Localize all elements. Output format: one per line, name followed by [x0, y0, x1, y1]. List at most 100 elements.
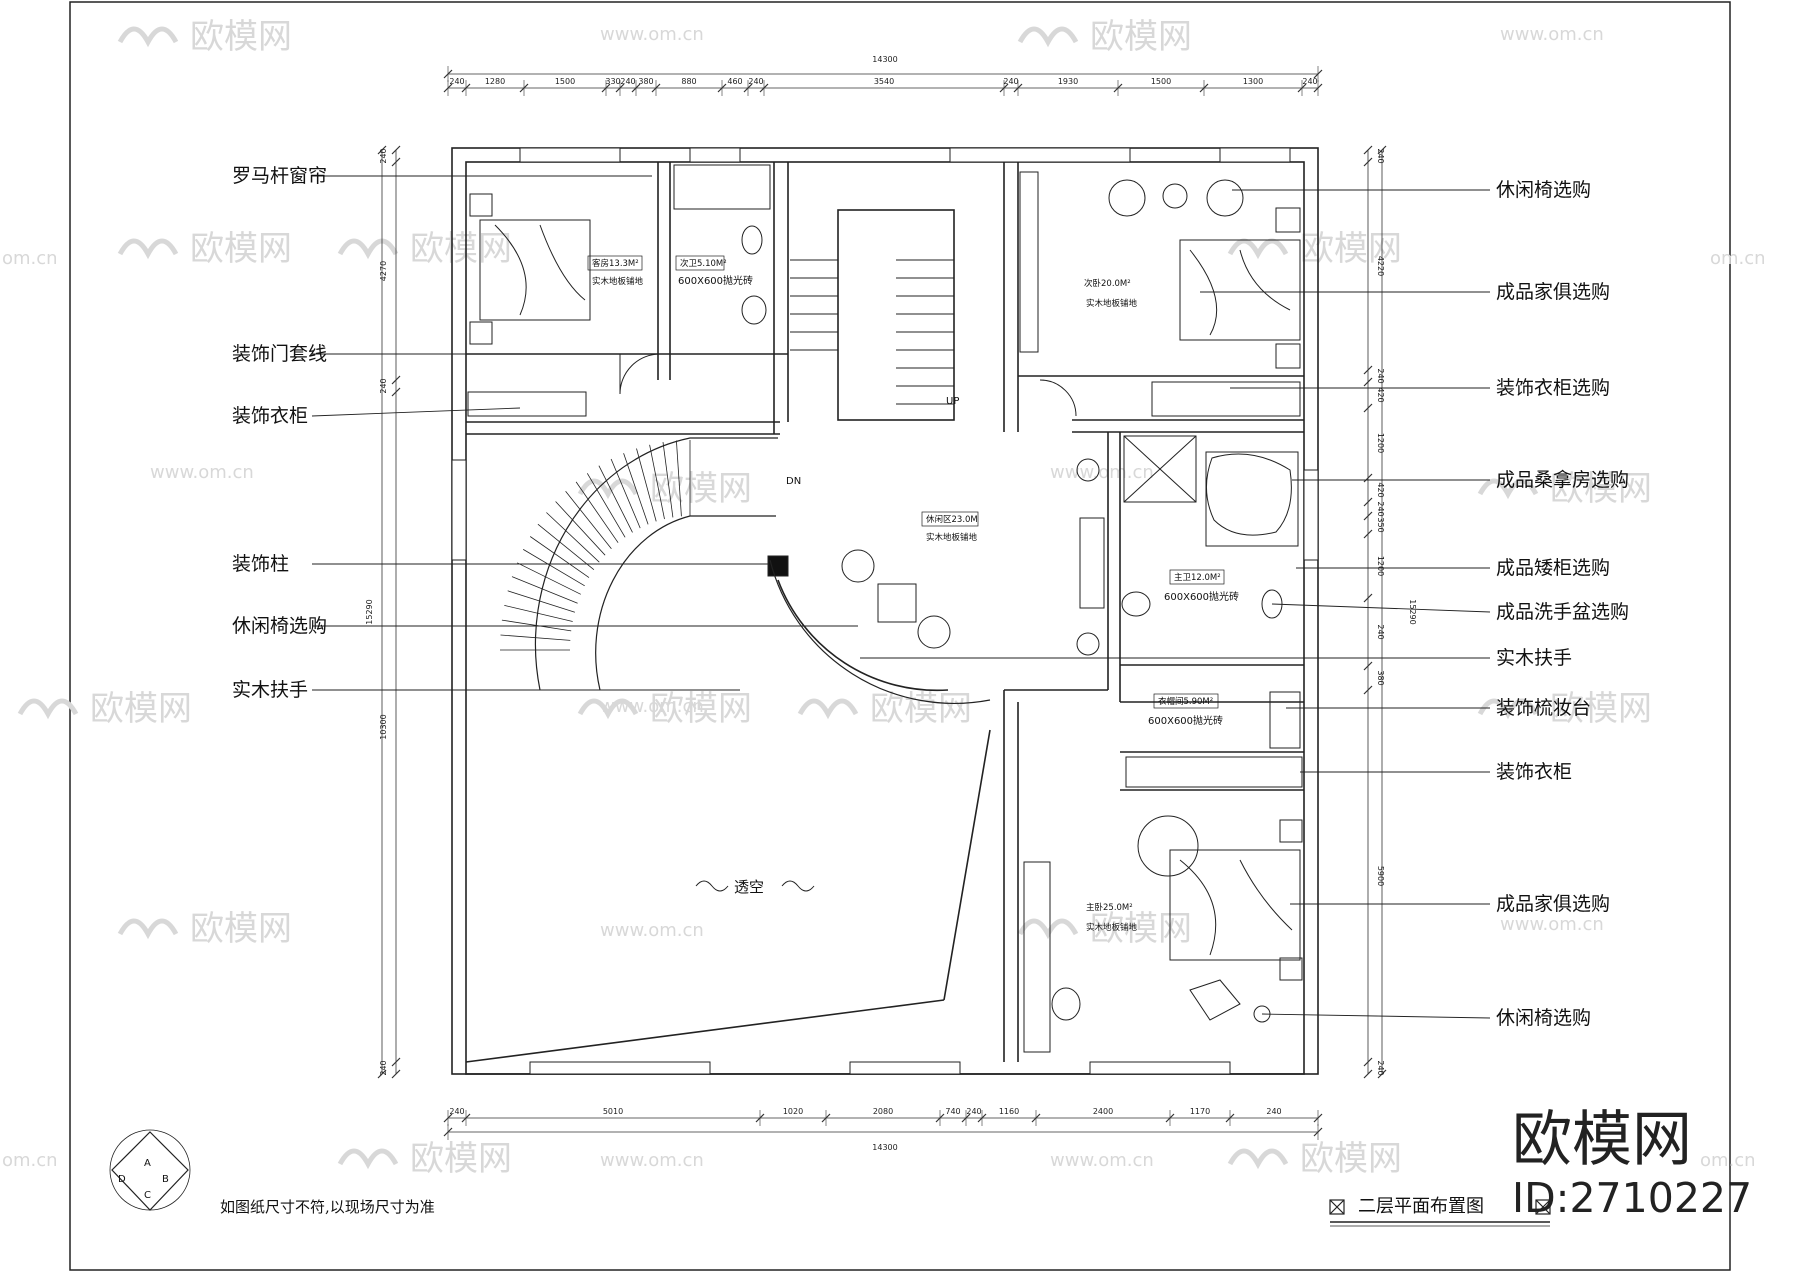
- compass-c: C: [144, 1190, 151, 1201]
- dimension-label: 4270: [379, 261, 388, 281]
- watermark-url: om.cn: [1700, 1150, 1756, 1171]
- watermark-brand: 欧模网: [190, 229, 292, 269]
- watermark-brand: 欧模网: [410, 229, 512, 269]
- watermark-sofa-icon: [577, 698, 639, 720]
- watermark-sofa-icon: [117, 918, 179, 940]
- watermark-sofa-icon: [117, 26, 179, 48]
- dimension-label: 240: [1302, 77, 1317, 86]
- guest-bath-floor: 600X600抛光砖: [678, 274, 753, 287]
- watermark-brand: 欧模网: [1090, 909, 1192, 949]
- dimension-label: 740: [945, 1107, 960, 1116]
- dimension-label: 240: [1003, 77, 1018, 86]
- guest-bath-name: 次卫5.10M²: [680, 258, 727, 269]
- watermark-url: www.om.cn: [150, 462, 254, 483]
- dimension-label: 240: [379, 378, 388, 393]
- dimension-label: 240: [449, 1107, 464, 1116]
- master-bedroom-floor: 实木地板铺地: [1086, 922, 1138, 933]
- watermark-url: om.cn: [2, 1150, 58, 1171]
- right-callout-label: 实木扶手: [1496, 647, 1572, 669]
- dimension-label: 4220: [1376, 256, 1385, 276]
- watermark-url: www.om.cn: [600, 24, 704, 45]
- watermark-url: www.om.cn: [1050, 1150, 1154, 1171]
- stair-up-label: UP: [946, 396, 959, 407]
- right-callout-label: 成品家俱选购: [1496, 893, 1610, 915]
- dimension-label: 1170: [1190, 1107, 1210, 1116]
- watermark-brand: 欧模网: [90, 689, 192, 729]
- watermark-brand: 欧模网: [190, 909, 292, 949]
- right-callout-label: 成品矮柜选购: [1496, 557, 1610, 579]
- dimension-label: 240: [1376, 501, 1385, 516]
- watermark-brand: 欧模网: [1550, 469, 1652, 509]
- brand-logo: 欧模网: [1512, 1105, 1692, 1175]
- right-callout-label: 成品家俱选购: [1496, 281, 1610, 303]
- watermark-sofa-icon: [1017, 26, 1079, 48]
- dimension-label: 240: [1376, 368, 1385, 383]
- watermark-sofa-icon: [17, 698, 79, 720]
- dimension-label: 880: [681, 77, 696, 86]
- dimension-label: 240: [379, 1060, 388, 1075]
- watermark-sofa-icon: [577, 478, 639, 500]
- dimension-label: 1930: [1058, 77, 1078, 86]
- watermark-sofa-icon: [1227, 1148, 1289, 1170]
- left-callout-label: 实木扶手: [232, 679, 308, 701]
- watermark-brand: 欧模网: [650, 469, 752, 509]
- second-bedroom-floor: 实木地板铺地: [1086, 298, 1138, 309]
- watermark-sofa-icon: [1227, 238, 1289, 260]
- right-callout-label: 装饰梳妆台: [1496, 697, 1591, 719]
- windows: [451, 147, 1319, 1075]
- cloakroom-name: 衣帽间5.90M²: [1158, 696, 1213, 707]
- overall-dim-top: 14300: [872, 55, 897, 64]
- callout-leaders: [311, 175, 1491, 1019]
- dimension-label: 1160: [999, 1107, 1019, 1116]
- dimension-label: 240: [1266, 1107, 1281, 1116]
- watermark-brand: 欧模网: [1300, 1139, 1402, 1179]
- right-callout-label: 休闲椅选购: [1496, 179, 1591, 201]
- watermark-layer: 欧模网欧模网欧模网欧模网欧模网欧模网欧模网欧模网欧模网欧模网欧模网欧模网欧模网欧…: [2, 17, 1766, 1179]
- dimension-label: 2400: [1093, 1107, 1113, 1116]
- watermark-url: www.om.cn: [1500, 914, 1604, 935]
- watermark-sofa-icon: [1477, 478, 1539, 500]
- watermark-url: www.om.cn: [600, 696, 704, 717]
- compass-b: B: [162, 1174, 169, 1185]
- watermark-sofa-icon: [337, 238, 399, 260]
- watermark-sofa-icon: [1477, 698, 1539, 720]
- dimension-label: 1020: [783, 1107, 803, 1116]
- dimension-label: 420: [1376, 482, 1385, 497]
- overall-dim-left: 15290: [365, 599, 374, 624]
- room-labels: 客房13.3M² 实木地板铺地 次卫5.10M² 600X600抛光砖 次卧20…: [587, 255, 1239, 933]
- left-callout-label: 装饰门套线: [232, 343, 327, 365]
- right-callout-label: 装饰衣柜: [1496, 761, 1572, 783]
- right-callout-label: 成品桑拿房选购: [1496, 468, 1629, 491]
- watermark-sofa-icon: [797, 698, 859, 720]
- dimension-lines: [381, 73, 1383, 1133]
- right-callout-label: 成品洗手盆选购: [1496, 601, 1629, 623]
- dimension-label: 240: [620, 77, 635, 86]
- guest-room-name: 客房13.3M²: [592, 258, 639, 269]
- compass-d: D: [118, 1174, 126, 1185]
- dimension-label: 1300: [1243, 77, 1263, 86]
- drawing-frame: [69, 1, 1731, 1271]
- right-callouts: 休闲椅选购成品家俱选购装饰衣柜选购成品桑拿房选购成品矮柜选购成品洗手盆选购实木扶…: [1496, 179, 1629, 1029]
- dimension-label: 5010: [603, 1107, 623, 1116]
- dimension-label: 240: [748, 77, 763, 86]
- dimension-label: 460: [727, 77, 742, 86]
- watermark-sofa-icon: [337, 1148, 399, 1170]
- watermark-brand: 欧模网: [1090, 17, 1192, 57]
- dimension-label: 380: [638, 77, 653, 86]
- dimension-label: 10300: [379, 714, 388, 739]
- overall-dim-bottom: 14300: [872, 1143, 897, 1152]
- dimension-label: 350: [1376, 517, 1385, 532]
- watermark-brand: 欧模网: [650, 689, 752, 729]
- drawing-title: 二层平面布置图: [1358, 1196, 1484, 1217]
- dimension-label: 240: [379, 148, 388, 163]
- master-bath-floor: 600X600抛光砖: [1164, 590, 1239, 603]
- dimension-label: 1500: [555, 77, 575, 86]
- master-bedroom-name: 主卧25.0M²: [1086, 902, 1133, 913]
- lounge-name: 休闲区23.0M: [926, 514, 978, 525]
- compass-a: A: [144, 1158, 151, 1169]
- cloakroom-floor: 600X600抛光砖: [1148, 714, 1223, 727]
- dimension-label: 1500: [1151, 77, 1171, 86]
